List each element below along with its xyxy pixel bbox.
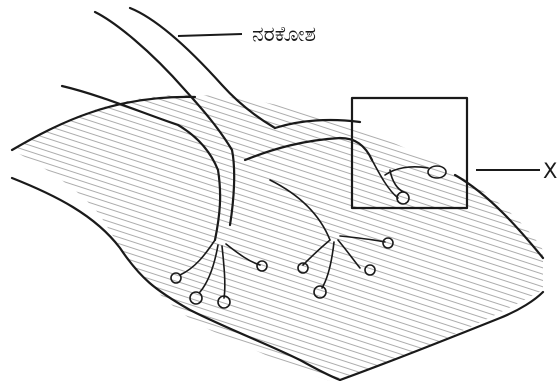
nerve-leader-line	[178, 34, 242, 36]
muscle-tissue	[0, 80, 559, 381]
nerve-label: ನರಕೋಶ	[252, 22, 316, 46]
x-label: X	[543, 159, 557, 183]
